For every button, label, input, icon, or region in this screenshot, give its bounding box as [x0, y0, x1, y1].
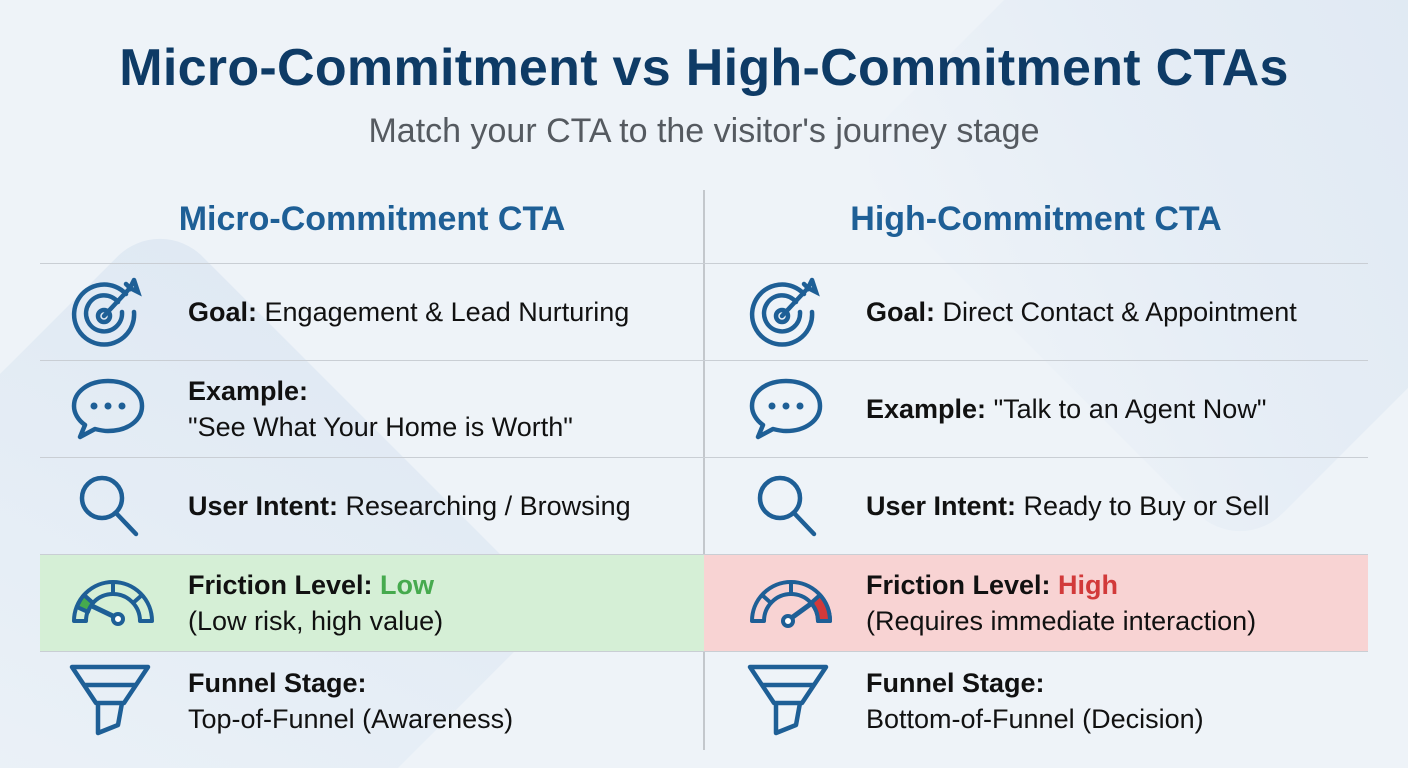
comparison-table: Goal: Engagement & Lead Nurturing Goal: … [40, 263, 1368, 749]
intent-text: User Intent: Researching / Browsing [188, 491, 631, 521]
column-heading-high: High-Commitment CTA [850, 200, 1222, 238]
friction-text: Friction Level: Low (Low risk, high valu… [188, 570, 444, 636]
goal-text: Goal: Direct Contact & Appointment [866, 297, 1297, 327]
funnel-icon [68, 661, 151, 741]
cell-friction-micro: Friction Level: Low (Low risk, high valu… [40, 555, 704, 651]
row-example: Example: "See What Your Home is Worth" E… [40, 360, 1368, 457]
cell-friction-high: Friction Level: High (Requires immediate… [704, 555, 1368, 651]
column-heading-micro: Micro-Commitment CTA [178, 200, 566, 238]
funnel-icon [746, 661, 829, 741]
chat-bubble-icon [746, 369, 826, 449]
cell-goal-micro: Goal: Engagement & Lead Nurturing [40, 264, 704, 360]
row-funnel-stage: Funnel Stage: Top-of-Funnel (Awareness) … [40, 651, 1368, 749]
page-title: Micro-Commitment vs High-Commitment CTAs [119, 39, 1289, 97]
target-icon [746, 272, 826, 352]
goal-text: Goal: Engagement & Lead Nurturing [188, 297, 630, 327]
search-icon [68, 466, 148, 546]
friction-text: Friction Level: High (Requires immediate… [866, 570, 1257, 636]
cell-intent-micro: User Intent: Researching / Browsing [40, 458, 704, 554]
gauge-high-icon [746, 563, 832, 643]
cell-goal-high: Goal: Direct Contact & Appointment [704, 264, 1368, 360]
search-icon [746, 466, 826, 546]
friction-level-high: High [1058, 570, 1119, 600]
cell-example-high: Example: "Talk to an Agent Now" [704, 361, 1368, 457]
gauge-low-icon [68, 563, 154, 643]
row-goal: Goal: Engagement & Lead Nurturing Goal: … [40, 263, 1368, 360]
column-divider [703, 190, 705, 750]
cell-intent-high: User Intent: Ready to Buy or Sell [704, 458, 1368, 554]
row-user-intent: User Intent: Researching / Browsing User… [40, 457, 1368, 554]
cell-example-micro: Example: "See What Your Home is Worth" [40, 361, 704, 457]
target-icon [68, 272, 148, 352]
funnel-text: Funnel Stage: Bottom-of-Funnel (Decision… [866, 667, 1204, 734]
example-text: Example: "Talk to an Agent Now" [866, 394, 1267, 424]
cell-funnel-micro: Funnel Stage: Top-of-Funnel (Awareness) [40, 652, 704, 749]
intent-text: User Intent: Ready to Buy or Sell [866, 491, 1270, 521]
chat-bubble-icon [68, 369, 148, 449]
row-friction-level: Friction Level: Low (Low risk, high valu… [40, 554, 1368, 651]
page-subtitle: Match your CTA to the visitor's journey … [368, 112, 1040, 150]
cell-funnel-high: Funnel Stage: Bottom-of-Funnel (Decision… [704, 652, 1368, 749]
friction-level-low: Low [380, 570, 435, 600]
funnel-text: Funnel Stage: Top-of-Funnel (Awareness) [188, 667, 514, 734]
example-text: Example: "See What Your Home is Worth" [188, 376, 573, 442]
